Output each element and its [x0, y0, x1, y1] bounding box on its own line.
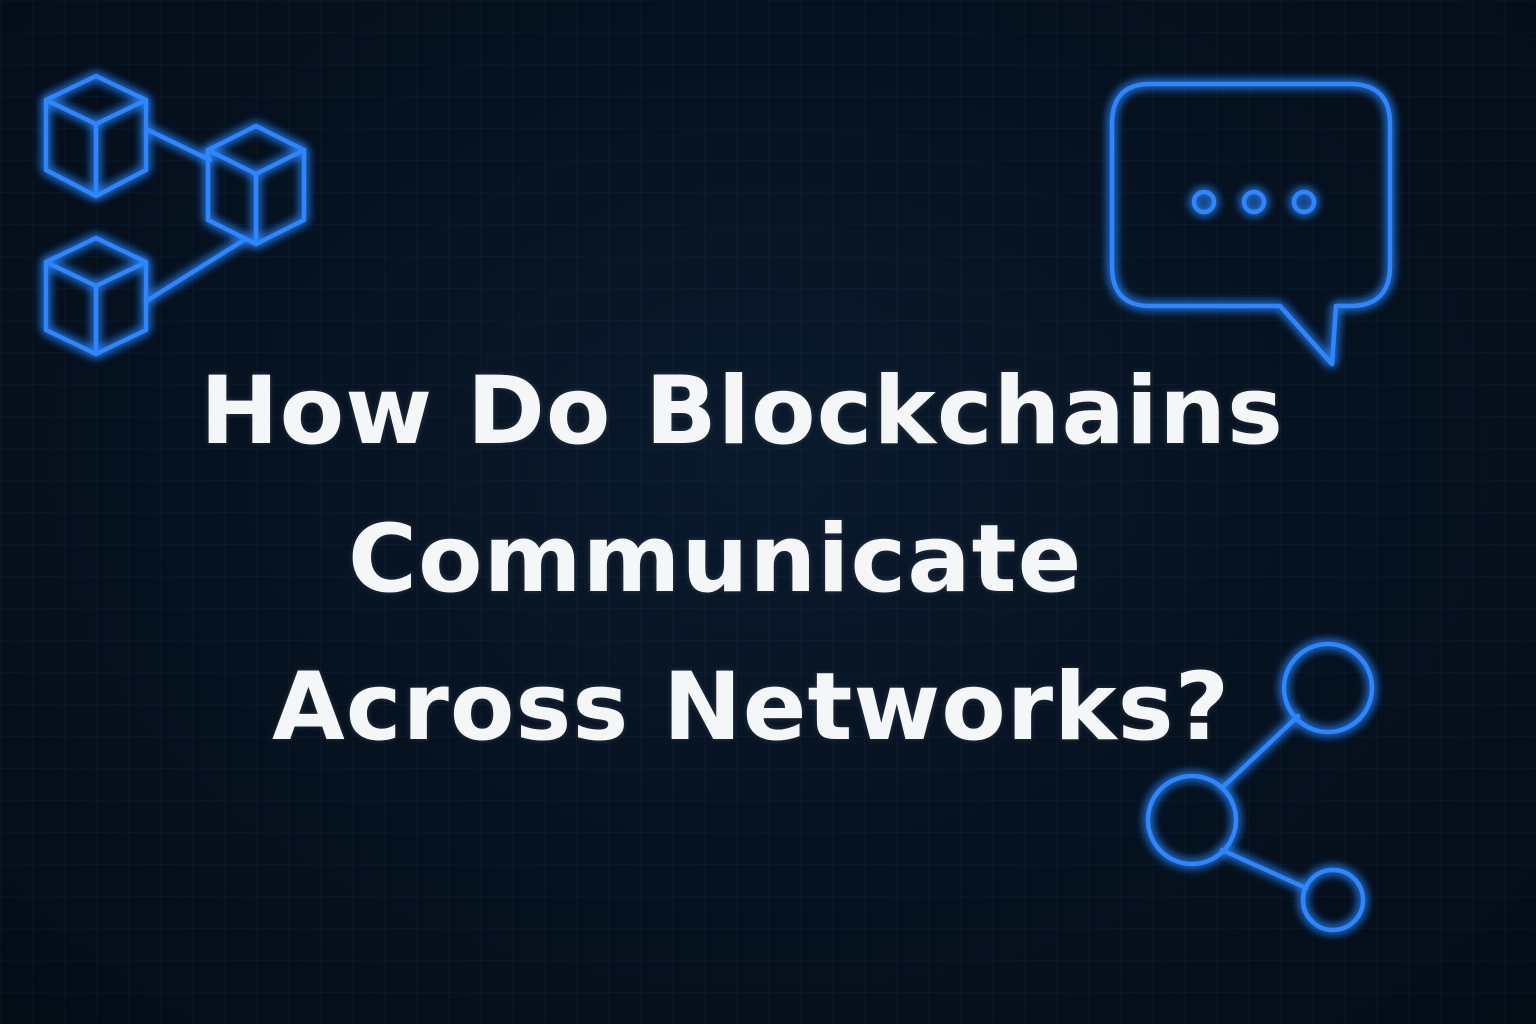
headline-line-2: Communicate — [348, 505, 1083, 614]
blockchain-cubes-icon — [43, 73, 307, 357]
headline: How Do Blockchains Communicate Across Ne… — [0, 338, 1536, 782]
chat-bubble-icon — [1109, 81, 1393, 367]
headline-line-3: Across Networks? — [272, 653, 1231, 762]
headline-line-1: How Do Blockchains — [200, 357, 1284, 466]
network-nodes-icon — [1145, 641, 1375, 933]
